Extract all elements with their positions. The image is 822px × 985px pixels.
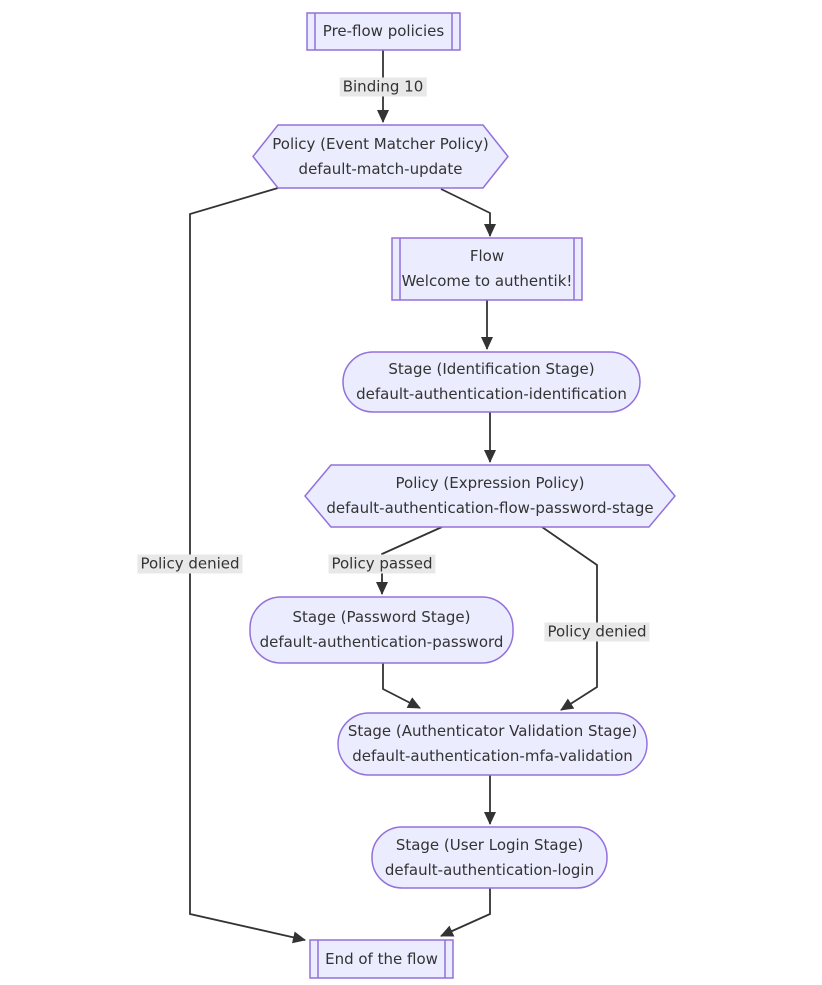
node-label-line: default-authentication-password: [259, 633, 504, 651]
edge-label-policy-passed: Policy passed: [328, 554, 436, 574]
node-end-of-flow: End of the flow: [310, 940, 453, 978]
node-label-line: Policy (Event Matcher Policy): [272, 134, 489, 153]
edge-eventmatcher-to-flow: [440, 188, 496, 237]
node-label-line: default-authentication-mfa-validation: [352, 747, 633, 765]
node-label-line: default-authentication-login: [384, 860, 595, 879]
node-expression-policy-shape: [304, 464, 676, 528]
node-label-line: default-authentication-identification: [356, 385, 627, 403]
node-label-line: Stage (Identification Stage): [388, 360, 595, 378]
node-event-matcher-policy-shape: [252, 124, 509, 189]
node-label-line: default-authentication-flow-password-sta…: [326, 499, 654, 517]
edge-label-binding-10: Binding 10: [339, 77, 427, 97]
node-label-line: Welcome to authentik!: [401, 272, 573, 290]
node-label-line: Stage (Password Stage): [292, 608, 471, 626]
node-user-login-stage-shape: [371, 826, 608, 889]
node-label-line: End of the flow: [325, 949, 438, 968]
node-user-login-stage: Stage (User Login Stage) default-authent…: [372, 827, 607, 888]
edge-label-policy-denied-left: Policy denied: [137, 554, 243, 574]
node-flow-shape: [391, 237, 583, 301]
node-pre-flow-policies: Pre-flow policies: [307, 13, 460, 50]
node-label-line: Stage (Authenticator Validation Stage): [347, 722, 638, 740]
node-authenticator-validation-stage-shape: [337, 712, 648, 776]
node-label-line: Pre-flow policies: [322, 22, 445, 40]
edge-userlogin-to-end: [440, 888, 491, 937]
node-flow: Flow Welcome to authentik!: [392, 238, 582, 300]
node-password-stage-shape: [249, 596, 514, 664]
node-identification-stage: Stage (Identification Stage) default-aut…: [343, 352, 640, 412]
node-label-line: Policy (Expression Policy): [395, 474, 585, 492]
node-label-line: default-match-update: [298, 159, 463, 178]
node-pre-flow-policies-shape: [306, 12, 461, 51]
node-event-matcher-policy: Policy (Event Matcher Policy) default-ma…: [253, 125, 508, 188]
node-authenticator-validation-stage: Stage (Authenticator Validation Stage) d…: [338, 713, 647, 775]
nodes: [249, 12, 676, 979]
edge-label-policy-denied-right: Policy denied: [544, 622, 650, 642]
node-label-line: Flow: [469, 247, 505, 265]
node-identification-stage-shape: [342, 351, 641, 413]
node-label-line: Stage (User Login Stage): [395, 835, 584, 854]
edge-expressionpolicy-denied-to-mfa: [541, 526, 598, 711]
node-end-of-flow-shape: [309, 939, 454, 979]
node-password-stage: Stage (Password Stage) default-authentic…: [250, 597, 513, 663]
edge-password-to-mfa: [382, 663, 421, 709]
edge-expressionpolicy-passed-to-password: [376, 526, 443, 595]
node-expression-policy: Policy (Expression Policy) default-authe…: [305, 465, 675, 527]
